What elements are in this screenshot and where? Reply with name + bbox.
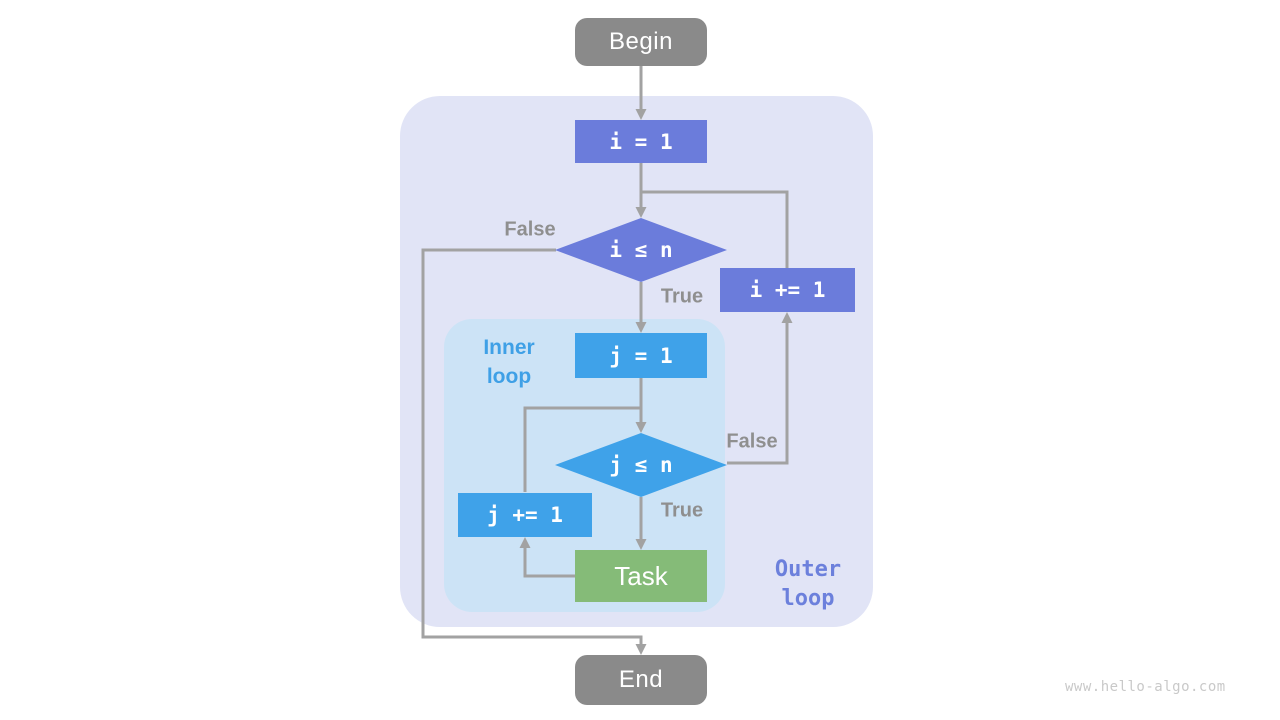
inner-loop-label-line1: Inner xyxy=(483,336,535,359)
increment-i-node: i += 1 xyxy=(720,268,855,312)
edge-cond-j-false-to-inc-i xyxy=(727,312,793,465)
inner-false-label: False xyxy=(726,430,778,453)
outer-loop-label-line2: loop xyxy=(781,586,835,611)
init-i-node: i = 1 xyxy=(575,120,707,163)
task-node: Task xyxy=(575,550,707,602)
outer-false-label: False xyxy=(504,218,556,241)
increment-j-node: j += 1 xyxy=(458,493,592,537)
init-j-node: j = 1 xyxy=(575,333,707,378)
inner-loop-label-line2: loop xyxy=(486,365,532,388)
edge-cond-i-false-to-end xyxy=(421,248,647,655)
begin-node: Begin xyxy=(575,18,707,66)
inner-loop-label: Inner loop xyxy=(483,333,534,391)
edge-inc-j-return xyxy=(523,406,640,492)
inner-true-label: True xyxy=(660,499,704,522)
end-node: End xyxy=(575,655,707,705)
outer-true-label: True xyxy=(660,285,704,308)
outer-loop-label: Outer loop xyxy=(775,555,841,613)
outer-loop-label-line1: Outer xyxy=(774,557,842,582)
edge-inc-i-return xyxy=(641,190,789,268)
edge-task-to-inc-j xyxy=(519,537,575,578)
watermark-text: www.hello-algo.com xyxy=(1065,679,1226,695)
